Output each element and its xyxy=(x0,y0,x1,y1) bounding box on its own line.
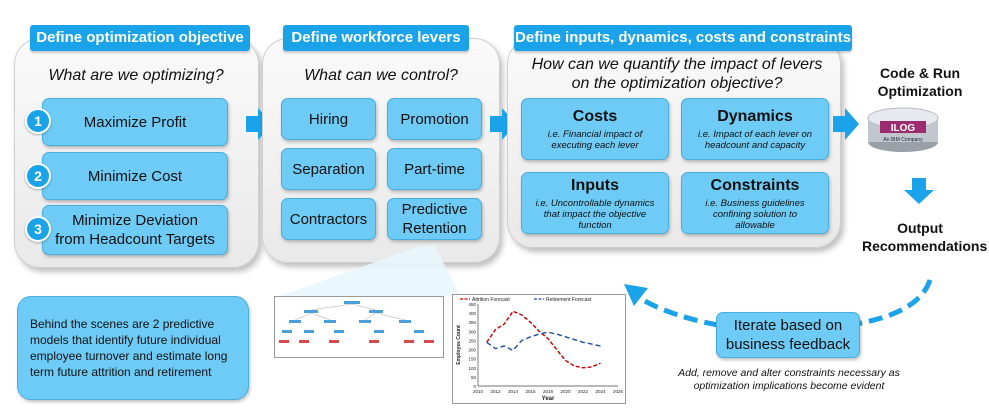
lever-contractors: Contractors xyxy=(281,198,376,240)
series-line-retirement xyxy=(486,331,601,352)
right-arrow-icon xyxy=(490,108,516,140)
number-badge-2: 2 xyxy=(25,163,51,189)
y-tick-label: 450 xyxy=(468,302,476,307)
number-badge-1: 1 xyxy=(25,108,51,134)
inputs-box-inputs: Inputs i.e. Uncontrollable dynamics that… xyxy=(521,172,669,234)
x-tick-label: 2024 xyxy=(595,389,606,394)
y-tick-label: 350 xyxy=(468,320,476,325)
ilog-logo-icon: ILOG An IBM Company xyxy=(867,107,939,152)
lever-label: Promotion xyxy=(400,110,469,128)
x-axis-label: Year xyxy=(542,396,555,402)
zoom-callout xyxy=(280,246,460,296)
lever-promotion: Promotion xyxy=(387,98,482,140)
lever-predictive-retention: Predictive Retention xyxy=(387,198,482,240)
legend-label-attrition: Attrition Forecast xyxy=(472,297,510,303)
objective-question: What are we optimizing? xyxy=(48,67,224,84)
lever-label: Part-time xyxy=(404,160,465,178)
x-tick-label: 2014 xyxy=(508,389,519,394)
legend-label-retirement: Retirement Forecast xyxy=(546,297,592,303)
x-tick-label: 2026 xyxy=(613,389,624,394)
logo-subtext: An IBM Company xyxy=(883,137,923,143)
objective-item-label: Maximize Profit xyxy=(83,113,187,131)
y-tick-label: 150 xyxy=(468,357,476,362)
objective-item-label: Minimize Deviation from Headcount Target… xyxy=(55,212,215,248)
series-line-attrition xyxy=(486,310,601,369)
inputs-header: Define inputs, dynamics, costs and const… xyxy=(514,25,852,51)
box-title: Inputs xyxy=(571,176,619,194)
levers-question: What can we control? xyxy=(304,67,458,84)
y-tick-label: 50 xyxy=(471,375,477,380)
iterate-box: Iterate based on business feedback xyxy=(716,312,860,358)
box-title: Dynamics xyxy=(717,108,793,125)
box-desc: i.e. Uncontrollable dynamics that impact… xyxy=(535,197,655,231)
x-tick-label: 2018 xyxy=(543,389,554,394)
objective-header: Define optimization objective xyxy=(30,25,250,51)
objective-item-maximize-profit: Maximize Profit xyxy=(42,98,228,146)
objective-item-minimize-cost: Minimize Cost xyxy=(42,152,228,200)
lever-label: Separation xyxy=(292,160,365,178)
y-tick-label: 300 xyxy=(468,329,476,334)
number-badge-3: 3 xyxy=(25,216,51,242)
inputs-box-costs: Costs i.e. Financial impact of executing… xyxy=(521,98,669,160)
inputs-box-dynamics: Dynamics i.e. Impact of each lever on he… xyxy=(681,98,829,160)
code-run-label: Code & Run Optimization xyxy=(877,65,963,99)
objective-item-label: Minimize Cost xyxy=(87,167,183,185)
behind-scenes-text: Behind the scenes are 2 predictive model… xyxy=(30,317,228,379)
inputs-box-constraints: Constraints i.e. Business guidelines con… xyxy=(681,172,829,234)
x-tick-label: 2016 xyxy=(525,389,536,394)
y-tick-label: 100 xyxy=(468,366,476,371)
y-axis-label: Employee Count xyxy=(456,325,462,365)
x-tick-label: 2010 xyxy=(473,389,484,394)
box-title: Constraints xyxy=(710,176,800,194)
lever-label: Hiring xyxy=(308,110,349,128)
y-tick-label: 0 xyxy=(473,384,476,389)
box-desc: i.e. Business guidelines confining solut… xyxy=(705,197,805,231)
behind-scenes-box: Behind the scenes are 2 predictive model… xyxy=(17,296,249,400)
y-tick-label: 200 xyxy=(468,348,476,353)
x-tick-label: 2012 xyxy=(490,389,501,394)
output-label: Output Recommendations xyxy=(862,220,988,254)
objective-item-minimize-deviation: Minimize Deviation from Headcount Target… xyxy=(42,205,228,255)
right-arrow-icon xyxy=(246,108,272,140)
lever-hiring: Hiring xyxy=(281,98,376,140)
box-desc: i.e. Impact of each lever on headcount a… xyxy=(697,129,813,151)
lever-label: Predictive Retention xyxy=(401,201,468,237)
x-tick-label: 2022 xyxy=(578,389,589,394)
iterate-label: Iterate based on business feedback xyxy=(725,317,851,353)
box-title: Costs xyxy=(572,108,618,125)
right-arrow-icon xyxy=(833,108,859,140)
inputs-question: How can we quantify the impact of levers… xyxy=(531,56,823,92)
y-tick-label: 400 xyxy=(468,311,476,316)
levers-header: Define workforce levers xyxy=(283,25,469,51)
decision-tree-thumbnail xyxy=(274,296,444,358)
lever-label: Contractors xyxy=(289,210,368,228)
x-tick-label: 2020 xyxy=(560,389,571,394)
logo-text: ILOG xyxy=(891,123,916,134)
y-tick-label: 250 xyxy=(468,338,476,343)
iterate-note: Add, remove and alter constraints necess… xyxy=(678,367,900,392)
lever-separation: Separation xyxy=(281,148,376,190)
down-arrow-icon xyxy=(904,178,934,204)
lever-part-time: Part-time xyxy=(387,148,482,190)
box-desc: i.e. Financial impact of executing each … xyxy=(547,129,643,151)
